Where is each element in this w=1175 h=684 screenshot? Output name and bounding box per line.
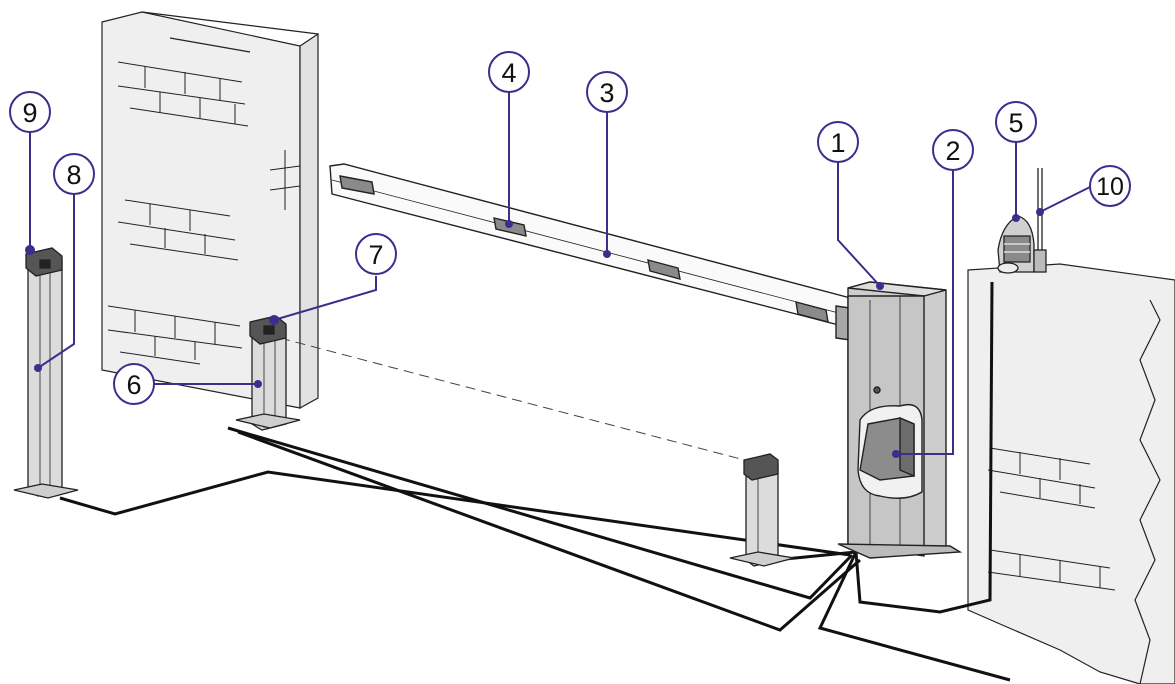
callout-3: 3 — [586, 71, 628, 113]
callout-3-label: 3 — [599, 78, 614, 108]
callout-4-label: 4 — [501, 58, 516, 88]
photocell-column-receiver — [729, 453, 795, 567]
callout-8-label: 8 — [66, 160, 81, 190]
leader-2 — [896, 170, 954, 455]
callout-5: 5 — [995, 101, 1037, 143]
photocell-beam-line — [279, 337, 753, 463]
callout-1-label: 1 — [830, 128, 845, 158]
callout-6-label: 6 — [126, 370, 141, 400]
callout-4: 4 — [488, 51, 530, 93]
callout-endpoints — [25, 208, 1044, 458]
callout-5-label: 5 — [1008, 108, 1023, 138]
callout-7: 7 — [355, 233, 397, 275]
leader-8 — [37, 192, 75, 369]
callout-10: 10 — [1089, 165, 1131, 207]
callout-6: 6 — [113, 363, 155, 405]
callout-1: 1 — [817, 121, 859, 163]
photocell-column-left — [13, 247, 79, 499]
callout-leaders — [29, 92, 1093, 455]
leader-1 — [837, 162, 881, 287]
antenna — [1033, 168, 1047, 273]
callout-9: 9 — [9, 91, 51, 133]
callout-2: 2 — [932, 129, 974, 171]
barrier-cabinet — [837, 281, 963, 559]
callout-10-label: 10 — [1096, 173, 1124, 201]
callout-2-label: 2 — [945, 136, 960, 166]
right-wall — [967, 263, 1175, 684]
callout-9-label: 9 — [22, 98, 37, 128]
leader-10 — [1039, 185, 1093, 213]
leader-7 — [273, 276, 377, 321]
flashing-light — [997, 215, 1035, 274]
callout-7-label: 7 — [368, 240, 383, 270]
left-wall — [101, 11, 319, 410]
barrier-boom-arm — [329, 163, 899, 349]
ground-cables — [59, 281, 1011, 682]
callout-8: 8 — [53, 153, 95, 195]
